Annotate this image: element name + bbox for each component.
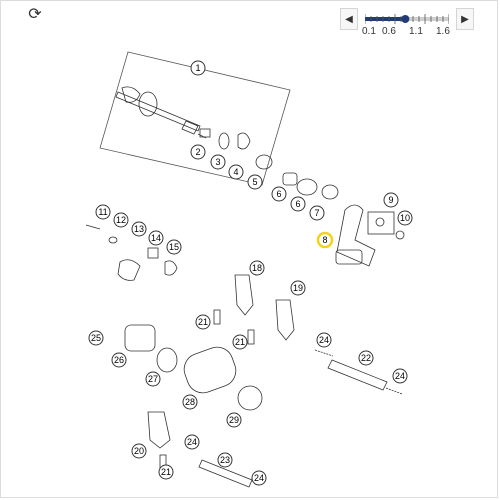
chevron-right-icon: ▶	[461, 14, 469, 25]
zoom-tick-label: 0.6	[382, 26, 396, 37]
refresh-button[interactable]: ⟳	[26, 6, 44, 24]
zoom-tick-label: 1.1	[409, 26, 423, 37]
zoom-out-button[interactable]: ◀	[340, 8, 358, 30]
zoom-control: ◀ ▶ 0.1 0.6 1.1 1.6	[340, 8, 474, 38]
zoom-ticks	[365, 14, 449, 24]
zoom-in-button[interactable]: ▶	[456, 8, 474, 30]
chevron-left-icon: ◀	[345, 14, 353, 25]
refresh-icon: ⟳	[28, 6, 42, 23]
zoom-slider[interactable]	[365, 14, 449, 24]
zoom-track-fill	[365, 17, 406, 21]
zoom-tick-labels: 0.1 0.6 1.1 1.6	[358, 26, 468, 38]
zoom-handle[interactable]	[401, 15, 410, 23]
zoom-tick-label: 0.1	[362, 26, 376, 37]
zoom-tick-label: 1.6	[436, 26, 450, 37]
